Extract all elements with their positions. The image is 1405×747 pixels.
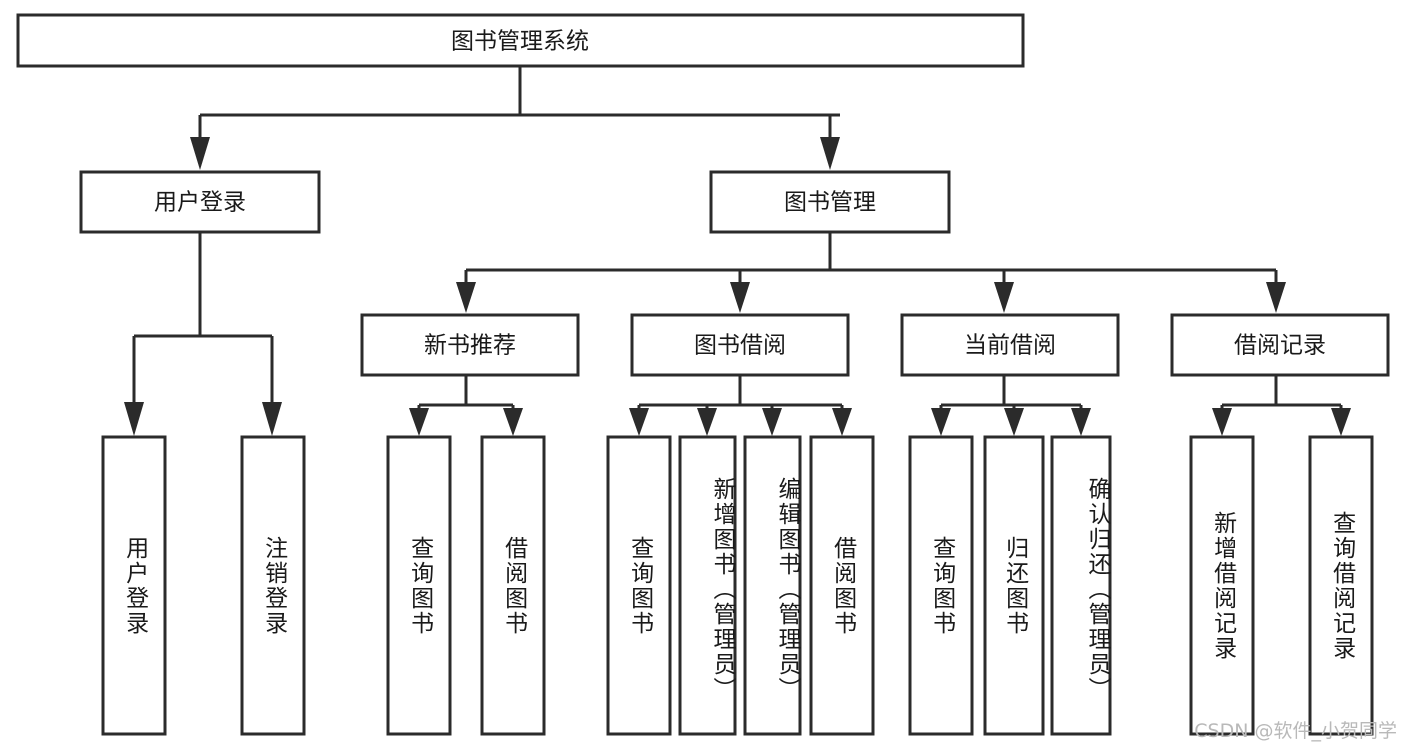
arrow-to-leaf-confirm-return — [1071, 408, 1091, 436]
node-leaf-user-login-box[interactable] — [101, 435, 167, 736]
edges-user-login-to-leaves — [124, 232, 282, 436]
node-book-manage-label: 图书管理 — [784, 190, 876, 216]
node-leaf-add-book-box[interactable] — [678, 435, 737, 736]
arrow-to-leaf-user-logout — [262, 402, 282, 436]
node-book-borrow-label: 图书借阅 — [694, 333, 786, 359]
arrow-to-current-borrow — [994, 282, 1014, 313]
arrow-to-book-manage — [820, 137, 840, 170]
node-current-borrow-label: 当前借阅 — [964, 333, 1056, 359]
node-leaf-add-record-box[interactable] — [1189, 435, 1255, 736]
arrow-to-leaf-query-record — [1331, 408, 1351, 436]
arrow-to-leaf-borrow-book-1 — [503, 408, 523, 436]
arrow-to-user-login — [190, 137, 210, 170]
node-leaf-edit-book-box[interactable] — [743, 435, 802, 736]
node-root-box[interactable] — [16, 13, 1025, 68]
node-user-login[interactable]: 用户登录 — [79, 170, 321, 234]
arrow-to-leaf-borrow-book-2 — [832, 408, 852, 436]
node-current-borrow-box[interactable] — [900, 313, 1120, 377]
arrow-to-leaf-user-login — [124, 402, 144, 436]
node-leaf-query-book-1-box[interactable] — [386, 435, 452, 736]
node-leaf-borrow-book-1-box[interactable] — [480, 435, 546, 736]
node-current-borrow[interactable]: 当前借阅 — [900, 313, 1120, 377]
node-borrow-record[interactable]: 借阅记录 — [1170, 313, 1390, 377]
arrow-to-leaf-query-book-3 — [931, 408, 951, 436]
arrow-to-leaf-return-book — [1004, 408, 1024, 436]
node-borrow-record-box[interactable] — [1170, 313, 1390, 377]
arrow-to-leaf-add-book — [697, 408, 717, 436]
node-leaf-user-logout-box[interactable] — [240, 435, 306, 736]
node-new-book-rec[interactable]: 新书推荐 — [360, 313, 580, 377]
node-book-manage[interactable]: 图书管理 — [709, 170, 951, 234]
edges-new-book-rec-to-leaves — [409, 375, 523, 436]
node-book-manage-box[interactable] — [709, 170, 951, 234]
node-user-login-box[interactable] — [79, 170, 321, 234]
node-book-borrow[interactable]: 图书借阅 — [630, 313, 850, 377]
node-leaf-confirm-return-box[interactable] — [1050, 435, 1112, 736]
arrow-to-leaf-add-record — [1212, 408, 1232, 436]
edges-current-borrow-to-leaves — [931, 375, 1091, 436]
node-book-borrow-box[interactable] — [630, 313, 850, 377]
arrow-to-leaf-edit-book — [762, 408, 782, 436]
node-user-login-label: 用户登录 — [154, 190, 246, 216]
node-leaf-query-book-3-box[interactable] — [908, 435, 974, 736]
node-leaf-return-book-box[interactable] — [983, 435, 1045, 736]
edges-borrow-record-to-leaves — [1212, 375, 1351, 436]
node-new-book-rec-box[interactable] — [360, 313, 580, 377]
node-leaf-query-book-2-box[interactable] — [606, 435, 672, 736]
node-root[interactable]: 图书管理系统 — [16, 13, 1025, 68]
arrow-to-borrow-record — [1266, 282, 1286, 313]
node-root-label: 图书管理系统 — [451, 29, 589, 55]
arrow-to-new-book-rec — [456, 282, 476, 313]
csdn-watermark: CSDN @软件_小贺同学 — [1194, 720, 1397, 742]
arrow-to-book-borrow — [730, 282, 750, 313]
arrow-to-leaf-query-book-1 — [409, 408, 429, 436]
edges-book-manage-to-level3 — [456, 232, 1286, 313]
node-new-book-rec-label: 新书推荐 — [424, 333, 516, 359]
node-leaf-borrow-book-2-box[interactable] — [809, 435, 875, 736]
leaf-boxes — [101, 435, 1374, 736]
edges-book-borrow-to-leaves — [629, 375, 852, 436]
node-leaf-query-record-box[interactable] — [1308, 435, 1374, 736]
arrow-to-leaf-query-book-2 — [629, 408, 649, 436]
node-borrow-record-label: 借阅记录 — [1234, 333, 1326, 359]
edges-root-to-level2 — [190, 66, 840, 170]
